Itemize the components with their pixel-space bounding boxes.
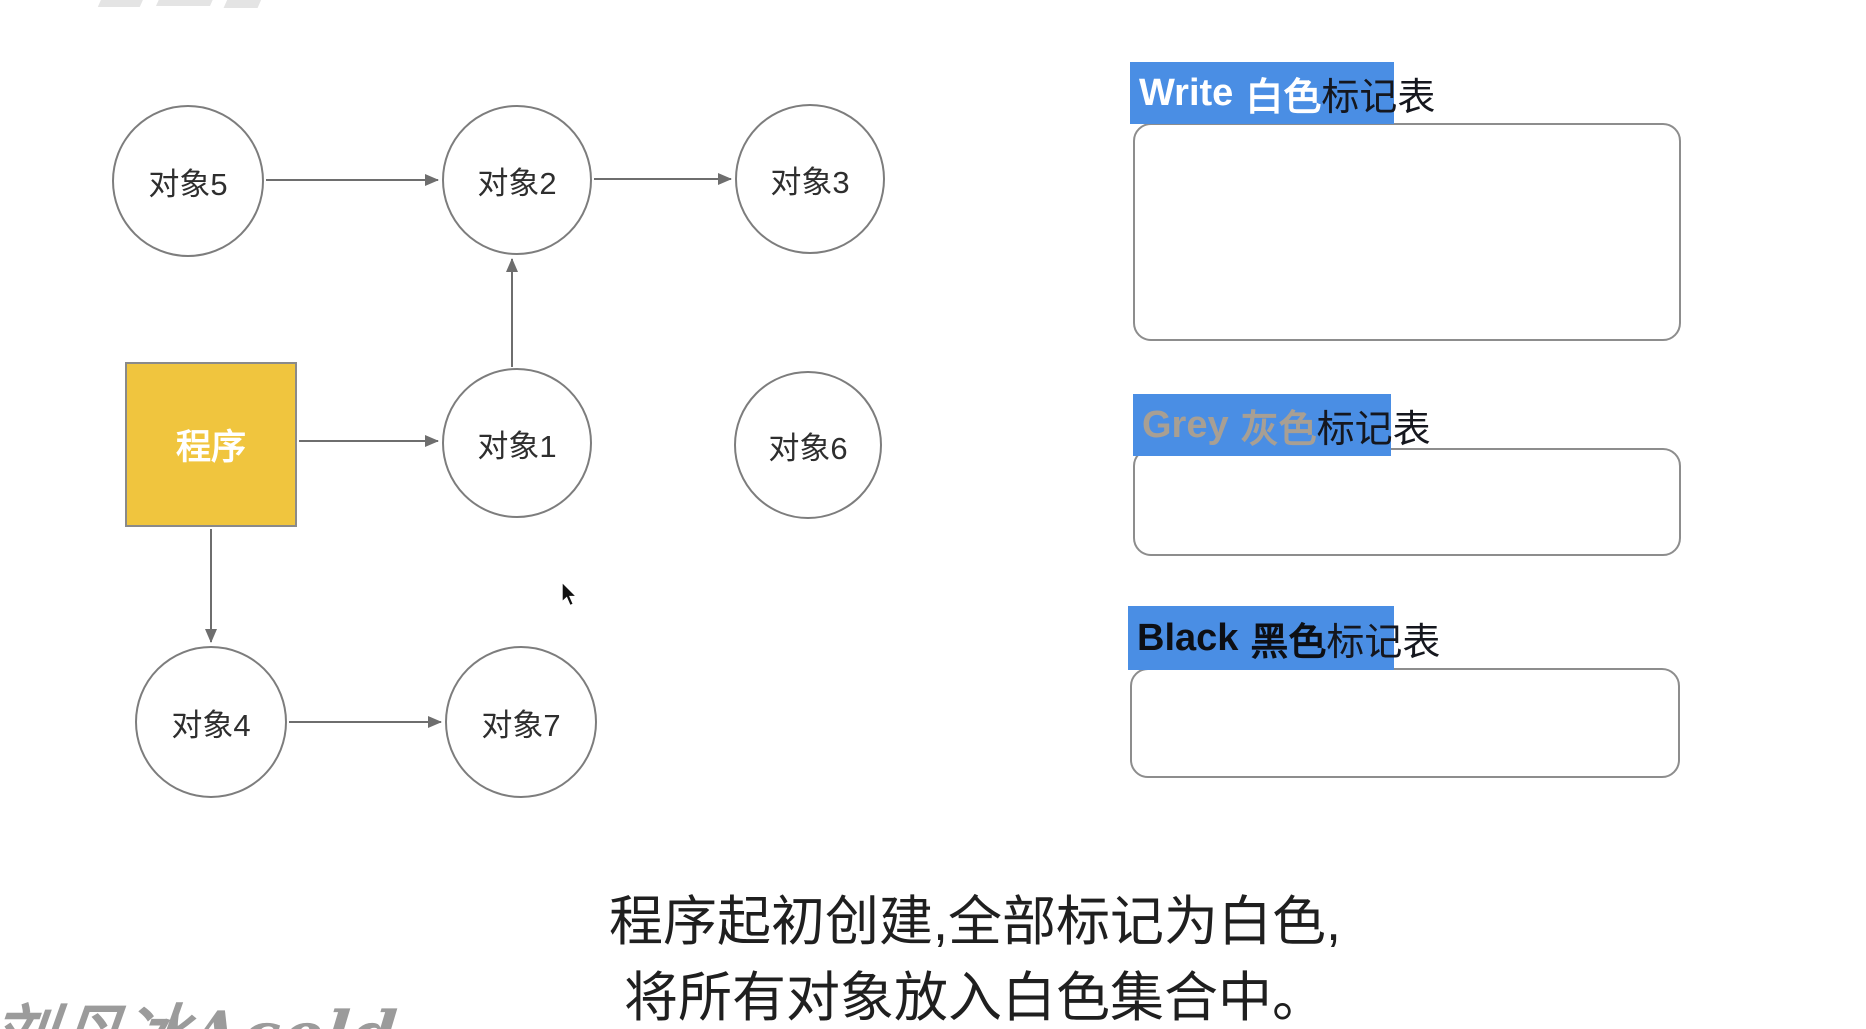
black-table-word: Black xyxy=(1137,616,1239,659)
top-watermark-fragment xyxy=(155,0,215,6)
node-obj2: 对象2 xyxy=(442,105,592,255)
mouse-cursor-icon xyxy=(561,581,579,607)
top-watermark-fragment xyxy=(223,0,263,8)
grey-mark-table-box xyxy=(1133,448,1681,556)
node-obj1: 对象1 xyxy=(442,368,592,518)
node-program: 程序 xyxy=(125,362,297,527)
white-table-cjk: 白色 xyxy=(1245,76,1322,119)
node-obj3: 对象3 xyxy=(735,104,885,254)
white-mark-table-box xyxy=(1133,123,1681,341)
caption-line-1: 程序起初创建,全部标记为白色, xyxy=(608,892,1341,952)
node-obj6: 对象6 xyxy=(734,371,882,519)
node-obj4: 对象4 xyxy=(135,646,287,798)
author-watermark: 刘丹冰Aceld xyxy=(0,984,403,1029)
grey-mark-table-label: Grey 灰色 标记表 xyxy=(1133,394,1431,456)
white-mark-table-label: Write 白色 标记表 xyxy=(1130,62,1435,124)
grey-table-suffix: 标记表 xyxy=(1316,408,1431,451)
grey-table-cjk: 灰色 xyxy=(1240,408,1317,451)
caption-line-2: 将所有对象放入白色集合中。 xyxy=(624,968,1326,1028)
grey-table-word: Grey xyxy=(1142,403,1229,446)
node-obj5: 对象5 xyxy=(112,105,264,257)
black-mark-table-box xyxy=(1130,668,1680,778)
top-watermark-fragment xyxy=(97,0,145,7)
caption: 程序起初创建,全部标记为白色, 将所有对象放入白色集合中。 xyxy=(555,884,1395,1029)
white-table-word: Write xyxy=(1139,71,1234,114)
node-obj7: 对象7 xyxy=(445,646,597,798)
white-table-suffix: 标记表 xyxy=(1321,76,1436,119)
black-mark-table-label: Black 黑色 标记表 xyxy=(1128,606,1440,670)
black-table-cjk: 黑色 xyxy=(1250,621,1327,664)
black-table-suffix: 标记表 xyxy=(1326,621,1441,664)
